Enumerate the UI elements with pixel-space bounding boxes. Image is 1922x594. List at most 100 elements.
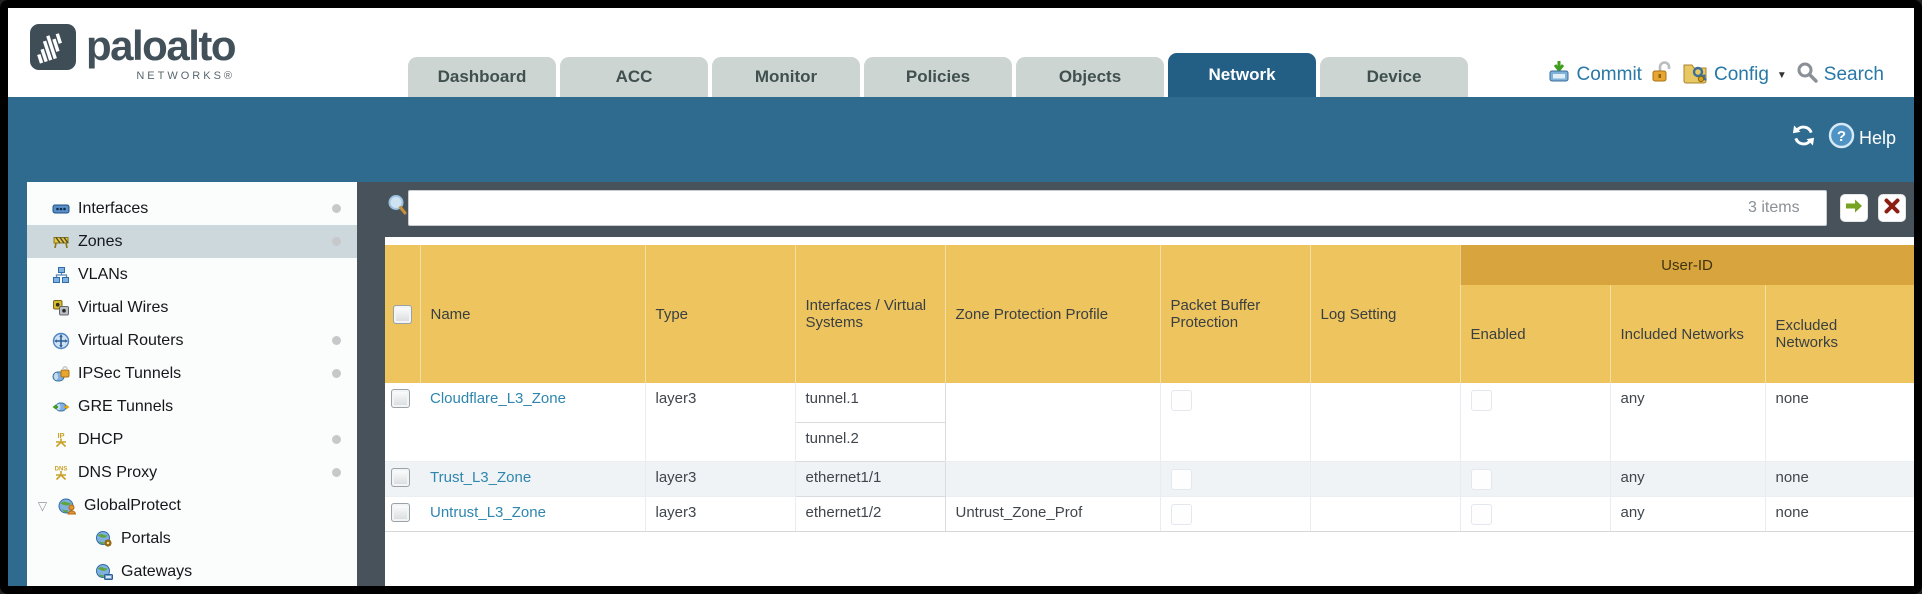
log-setting xyxy=(1310,383,1461,462)
sidebar-item-globalprotect[interactable]: ▽ GlobalProtect xyxy=(27,489,357,522)
expander-triangle-icon[interactable]: ▽ xyxy=(37,498,48,513)
tab-objects[interactable]: Objects xyxy=(1016,57,1164,97)
status-dot xyxy=(332,369,341,378)
search-icon xyxy=(1796,61,1818,89)
zones-table-panel: Name Type Interfaces / Virtual Systems Z… xyxy=(385,237,1914,586)
table-row: Untrust_L3_Zone layer3 ethernet1/2 Untru… xyxy=(385,496,1914,532)
unlocked-padlock-icon[interactable] xyxy=(1651,60,1673,90)
col-header-zone-protection-profile[interactable]: Zone Protection Profile xyxy=(945,245,1161,383)
included-networks: any xyxy=(1610,496,1766,532)
col-header-included-networks[interactable]: Included Networks xyxy=(1610,285,1766,383)
col-header-excluded-networks[interactable]: Excluded Networks xyxy=(1765,285,1914,383)
packet-buffer-protection-checkbox[interactable] xyxy=(1170,469,1192,490)
row-checkbox[interactable] xyxy=(391,389,410,408)
sidebar-item-vlans[interactable]: VLANs xyxy=(27,258,357,291)
sidebar-item-dhcp[interactable]: IP DHCP xyxy=(27,423,357,456)
zone-protection-profile: Untrust_Zone_Prof xyxy=(945,496,1161,532)
row-checkbox[interactable] xyxy=(391,503,410,522)
zone-name-link[interactable]: Untrust_L3_Zone xyxy=(430,504,546,521)
commit-button[interactable]: Commit xyxy=(1547,60,1642,90)
col-header-type[interactable]: Type xyxy=(645,245,796,383)
col-header-name[interactable]: Name xyxy=(420,245,646,383)
zone-name-link[interactable]: Trust_L3_Zone xyxy=(430,469,532,486)
zone-protection-profile xyxy=(945,383,1161,462)
tab-network[interactable]: Network xyxy=(1168,53,1316,97)
ipsec-tunnels-icon xyxy=(52,365,70,383)
sidebar-item-dns-proxy[interactable]: DNS DNS Proxy xyxy=(27,456,357,489)
user-id-enabled-checkbox[interactable] xyxy=(1470,504,1492,525)
clear-filter-button[interactable] xyxy=(1878,194,1906,222)
excluded-networks: none xyxy=(1765,496,1914,532)
excluded-networks: none xyxy=(1765,461,1914,497)
zone-protection-profile xyxy=(945,461,1161,497)
sidebar-item-gateways[interactable]: Gateways xyxy=(27,555,357,586)
config-menu-button[interactable]: Config ▼ xyxy=(1682,60,1787,90)
dhcp-icon: IP xyxy=(52,431,70,449)
zone-name-link[interactable]: Cloudflare_L3_Zone xyxy=(430,390,566,407)
status-dot xyxy=(332,468,341,477)
chevron-down-icon: ▼ xyxy=(1776,69,1787,81)
status-dot xyxy=(332,336,341,345)
svg-text:DNS: DNS xyxy=(55,466,68,472)
virtual-wires-icon xyxy=(52,299,70,317)
sub-header-band xyxy=(8,97,1914,182)
tab-device[interactable]: Device xyxy=(1320,57,1468,97)
interfaces-icon xyxy=(52,200,70,218)
col-header-packet-buffer-protection[interactable]: Packet Buffer Protection xyxy=(1160,245,1311,383)
paloalto-logo-icon xyxy=(30,24,76,75)
packet-buffer-protection-checkbox[interactable] xyxy=(1170,390,1192,411)
filter-input[interactable] xyxy=(408,190,1827,226)
col-header-enabled[interactable]: Enabled xyxy=(1460,285,1611,383)
user-id-enabled-checkbox[interactable] xyxy=(1470,390,1492,411)
help-button[interactable]: ? Help xyxy=(1828,122,1896,154)
status-dot xyxy=(332,204,341,213)
refresh-icon[interactable] xyxy=(1791,123,1816,153)
tab-acc[interactable]: ACC xyxy=(560,57,708,97)
select-all-checkbox[interactable] xyxy=(393,304,412,324)
vlans-icon xyxy=(52,266,70,284)
sidebar-item-virtual-routers[interactable]: Virtual Routers xyxy=(27,324,357,357)
sidebar-item-interfaces[interactable]: Interfaces xyxy=(27,192,357,225)
dns-proxy-icon: DNS xyxy=(52,464,70,482)
col-header-interfaces[interactable]: Interfaces / Virtual Systems xyxy=(795,245,946,383)
tab-dashboard[interactable]: Dashboard xyxy=(408,57,556,97)
items-count: 3 items xyxy=(1748,199,1800,216)
zones-table: Name Type Interfaces / Virtual Systems Z… xyxy=(385,245,1914,532)
portals-icon xyxy=(95,530,113,548)
zone-type: layer3 xyxy=(645,461,796,497)
log-setting xyxy=(1310,496,1461,532)
tab-policies[interactable]: Policies xyxy=(864,57,1012,97)
zone-interface: ethernet1/1 xyxy=(794,461,946,497)
zones-icon xyxy=(52,233,70,251)
close-x-icon xyxy=(1882,196,1902,221)
commit-icon xyxy=(1547,60,1571,90)
log-setting xyxy=(1310,461,1461,497)
apply-filter-button[interactable] xyxy=(1840,194,1868,222)
help-icon: ? xyxy=(1828,122,1855,154)
zone-interface: tunnel.1 xyxy=(794,383,946,423)
col-header-log-setting[interactable]: Log Setting xyxy=(1310,245,1461,383)
packet-buffer-protection-checkbox[interactable] xyxy=(1170,504,1192,525)
table-row: Cloudflare_L3_Zone layer3 tunnel.1 any n… xyxy=(385,383,1914,462)
included-networks: any xyxy=(1610,383,1766,462)
left-edge-band xyxy=(8,182,27,586)
user-id-enabled-checkbox[interactable] xyxy=(1470,469,1492,490)
sidebar-item-ipsec-tunnels[interactable]: IPSec Tunnels xyxy=(27,357,357,390)
tab-monitor[interactable]: Monitor xyxy=(712,57,860,97)
sidebar-item-virtual-wires[interactable]: Virtual Wires xyxy=(27,291,357,324)
table-row: tunnel.2 xyxy=(385,422,1914,462)
filter-search-icon xyxy=(387,194,408,221)
zone-type: layer3 xyxy=(645,383,796,462)
gateways-icon xyxy=(95,563,113,581)
zone-type: layer3 xyxy=(645,496,796,532)
header-checkbox-cell xyxy=(385,245,421,383)
sidebar-item-portals[interactable]: Portals xyxy=(27,522,357,555)
zone-interface: tunnel.2 xyxy=(794,422,946,462)
main-tab-bar: Dashboard ACC Monitor Policies Objects N… xyxy=(408,53,1468,97)
sidebar-item-zones[interactable]: Zones xyxy=(27,225,357,258)
brand-logo: paloalto NETWORKS® xyxy=(30,24,237,82)
sidebar-item-gre-tunnels[interactable]: GRE Tunnels xyxy=(27,390,357,423)
row-checkbox[interactable] xyxy=(391,468,410,487)
search-button[interactable]: Search xyxy=(1796,61,1884,89)
arrow-right-icon xyxy=(1843,195,1865,222)
